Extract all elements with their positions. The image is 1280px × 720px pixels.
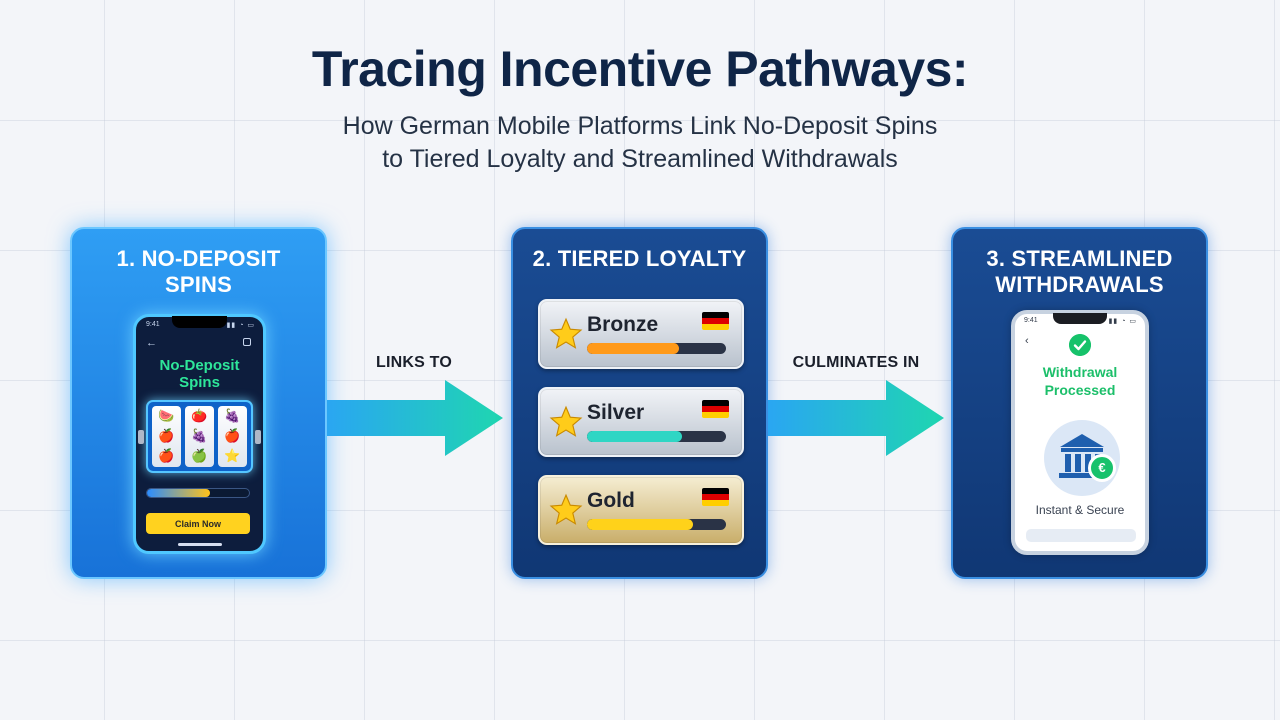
step-3-title-line-1: 3. STREAMLINED — [986, 246, 1173, 271]
phone-notch — [1053, 313, 1107, 324]
slot-reel: 🍇 🍎 ⭐ — [218, 406, 247, 467]
step-1-title-line-1: 1. NO-DEPOSIT — [116, 246, 281, 271]
subtitle-line-2: to Tiered Loyalty and Streamlined Withdr… — [382, 145, 898, 173]
euro-icon: € — [1088, 454, 1116, 482]
tier-card-gold[interactable]: Gold — [538, 475, 744, 545]
connector-label-culminates-in: CULMINATES IN — [792, 354, 920, 371]
star-icon: ⭐ — [224, 448, 241, 463]
arrow-right-icon — [327, 380, 503, 456]
fruit-icon: 🍅 — [191, 408, 208, 423]
connector-label-links-to: LINKS TO — [376, 354, 452, 371]
subtitle-line-1: How German Mobile Platforms Link No-Depo… — [342, 112, 938, 140]
tier-progress-bar — [587, 519, 726, 530]
slot-handle-right — [255, 430, 261, 444]
arrow-left-icon[interactable]: ← — [146, 337, 157, 349]
withdrawal-heading: Withdrawal Processed — [1015, 363, 1145, 399]
claim-now-button[interactable]: Claim Now — [146, 513, 250, 534]
withdrawal-heading-line-1: Withdrawal — [1042, 364, 1118, 380]
page-subtitle: How German Mobile Platforms Link No-Depo… — [0, 110, 1280, 176]
step-card-no-deposit-spins: 1. NO-DEPOSIT SPINS 9:41 ▮▮ ◔ ▭ ← No-Dep… — [70, 227, 327, 579]
tier-progress-fill — [587, 519, 693, 530]
chevron-left-icon[interactable]: ‹ — [1025, 335, 1029, 347]
fruit-icon: 🍇 — [224, 408, 241, 423]
slot-machine[interactable]: 🍉 🍎 🍎 🍅 🍇 🍏 🍇 🍎 ⭐ — [138, 400, 261, 473]
step-3-title: 3. STREAMLINED WITHDRAWALS — [953, 246, 1206, 298]
tier-name: Silver — [587, 401, 645, 424]
step-card-tiered-loyalty: 2. TIERED LOYALTY Bronze Silver Gold — [511, 227, 768, 579]
germany-flag-icon — [702, 488, 729, 506]
spins-heading-line-1: No-Deposit — [159, 357, 240, 374]
arrow-right-icon — [768, 380, 944, 456]
tier-card-silver[interactable]: Silver — [538, 387, 744, 457]
status-icons: ▮▮ ◔ ▭ — [1108, 318, 1137, 325]
step-3-title-line-2: WITHDRAWALS — [995, 272, 1164, 297]
phone-bottom-bar — [1026, 529, 1136, 542]
status-time: 9:41 — [1024, 317, 1038, 324]
check-icon — [1069, 334, 1091, 356]
slot-handle-left — [138, 430, 144, 444]
spins-progress-bar — [146, 488, 250, 498]
star-icon — [549, 493, 583, 525]
tier-progress-fill — [587, 431, 682, 442]
mobile-phone-withdrawal: 9:41 ▮▮ ◔ ▭ ‹ Withdrawal Processed € Ins… — [1011, 310, 1149, 555]
tier-progress-fill — [587, 343, 679, 354]
menu-icon[interactable] — [243, 338, 251, 346]
step-1-title: 1. NO-DEPOSIT SPINS — [72, 246, 325, 298]
spins-progress-fill — [147, 489, 211, 497]
step-1-title-line-2: SPINS — [164, 272, 233, 297]
star-icon — [549, 405, 583, 437]
spins-heading-line-2: Spins — [179, 374, 220, 391]
page-title: Tracing Incentive Pathways: — [311, 41, 969, 97]
home-indicator — [178, 543, 222, 546]
mobile-phone-spins: 9:41 ▮▮ ◔ ▭ ← No-Deposit Spins 🍉 🍎 🍎 🍅 🍇… — [133, 314, 266, 554]
status-time: 9:41 — [146, 321, 160, 328]
spins-heading: No-Deposit Spins — [136, 357, 263, 391]
slot-reel: 🍅 🍇 🍏 — [185, 406, 214, 467]
phone-notch — [172, 316, 227, 328]
step-2-title: 2. TIERED LOYALTY — [532, 246, 747, 271]
germany-flag-icon — [702, 400, 729, 418]
tier-name: Bronze — [587, 313, 659, 336]
fruit-icon: 🍎 — [158, 448, 175, 463]
tier-name: Gold — [587, 489, 635, 512]
step-card-streamlined-withdrawals: 3. STREAMLINED WITHDRAWALS 9:41 ▮▮ ◔ ▭ ‹… — [951, 227, 1208, 579]
withdrawal-heading-line-2: Processed — [1044, 382, 1116, 398]
tier-progress-bar — [587, 343, 726, 354]
star-icon — [549, 317, 583, 349]
withdrawal-footer-text: Instant & Secure — [1035, 503, 1125, 517]
fruit-icon: 🍎 — [224, 428, 241, 443]
fruit-icon: 🍎 — [158, 428, 175, 443]
fruit-icon: 🍇 — [191, 428, 208, 443]
tier-progress-bar — [587, 431, 726, 442]
tier-card-bronze[interactable]: Bronze — [538, 299, 744, 369]
status-icons: ▮▮ ◔ ▭ — [226, 322, 255, 329]
fruit-icon: 🍉 — [158, 408, 175, 423]
fruit-icon: 🍏 — [191, 448, 208, 463]
germany-flag-icon — [702, 312, 729, 330]
slot-reel: 🍉 🍎 🍎 — [152, 406, 181, 467]
